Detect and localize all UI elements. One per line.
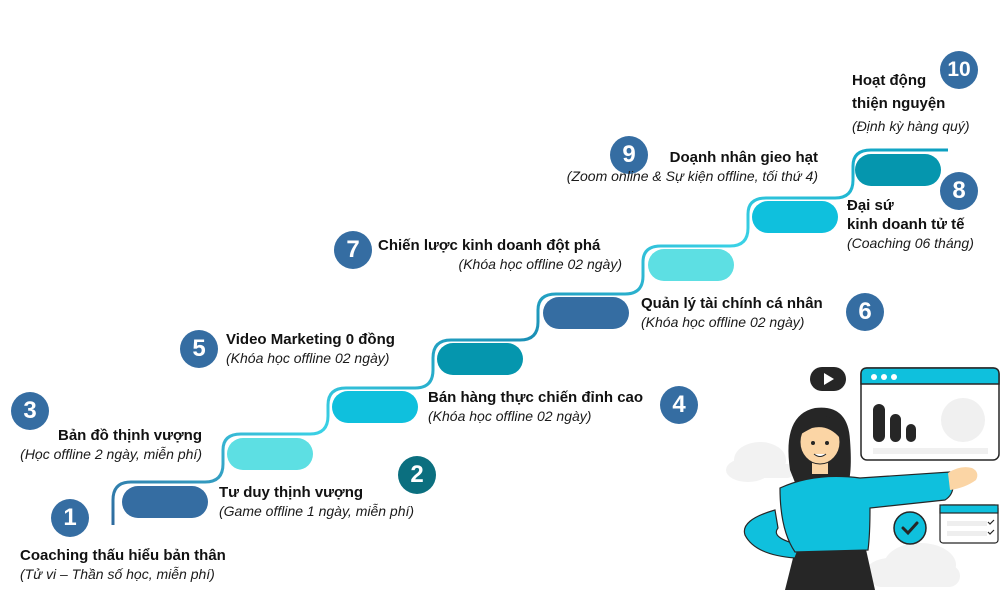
step-label-4: Bán hàng thực chiến đỉnh cao (Khóa học o… [428,388,643,425]
step-title-line1: Hoạt động [852,72,927,89]
browser-window [860,367,1000,461]
step-title: Coaching thấu hiểu bản thân [20,547,226,564]
chart-bar-icon [873,404,885,442]
chart-bar-icon [890,414,901,442]
presenter-illustration [726,367,1000,590]
step-badge-5: 5 [180,330,218,368]
step-title-line1: Đại sứ [847,197,894,214]
step-title: Bán hàng thực chiến đỉnh cao [428,389,644,406]
woman-figure [743,407,978,590]
cloud-bottom [866,543,960,587]
step-subtitle: (Tử vi – Thần số học, miễn phí) [20,566,215,582]
step-pill-3 [332,391,418,423]
step-label-2: Tư duy thịnh vượng (Game offline 1 ngày,… [219,483,414,520]
step-pill-6 [648,249,734,281]
step-subtitle: (Định kỳ hàng quý) [852,118,970,134]
step-pill-7 [752,201,838,233]
step-badge-3: 3 [11,392,49,430]
step-title-line2: kinh doanh tử tế [847,216,965,233]
step-title: Tư duy thịnh vượng [219,484,364,501]
step-subtitle: (Khóa học offline 02 ngày) [641,314,805,330]
staircase-path [111,148,948,525]
step-title: Chiến lược kinh doanh đột phá [378,237,601,254]
step-badge-8: 8 [940,172,978,210]
step-title: Quản lý tài chính cá nhân [641,295,823,312]
step-badge-2: 2 [398,456,436,494]
step-label-5: Video Marketing 0 đồng (Khóa học offline… [226,330,395,367]
step-badge-1: 1 [51,499,89,537]
step-subtitle: (Coaching 06 tháng) [847,235,974,251]
cloud-left [726,442,794,482]
step-subtitle: (Game offline 1 ngày, miễn phí) [219,503,415,519]
step-subtitle: (Khóa học offline 02 ngày) [458,256,622,272]
play-icon [810,367,846,391]
step-title-line2: thiện nguyện [852,95,946,112]
step-label-1: Coaching thấu hiểu bản thân (Tử vi – Thầ… [20,546,226,583]
step-pill-8 [855,154,941,186]
step-label-8: Đại sứ kinh doanh tử tế (Coaching 06 thá… [847,196,974,252]
step-title: Bản đồ thịnh vượng [57,427,202,444]
step-subtitle: (Khóa học offline 02 ngày) [226,350,390,366]
step-label-3: Bản đồ thịnh vượng (Học offline 2 ngày, … [2,426,202,463]
step-label-10: Hoạt động thiện nguyện (Định kỳ hàng quý… [852,69,970,137]
step-title: Doạnh nhân gieo hạt [669,149,818,166]
step-pill-5 [543,297,629,329]
step-subtitle: (Zoom online & Sự kiện offline, tối thứ … [566,168,818,184]
check-circle-icon [893,511,927,545]
step-badge-9: 9 [610,136,648,174]
step-label-7: Chiến lược kinh doanh đột phá (Khóa học … [378,236,622,273]
checklist-card [939,504,999,544]
step-badge-7: 7 [334,231,372,269]
step-pill-4 [437,343,523,375]
step-subtitle: (Khóa học offline 02 ngày) [428,408,592,424]
step-badge-10: 10 [940,51,978,89]
chart-bar-icon [906,424,916,442]
step-label-9: Doạnh nhân gieo hạt (Zoom online & Sự ki… [530,148,818,185]
step-pill-2 [227,438,313,470]
step-title: Video Marketing 0 đồng [226,331,395,348]
step-label-6: Quản lý tài chính cá nhân (Khóa học offl… [641,294,823,331]
step-subtitle: (Học offline 2 ngày, miễn phí) [20,446,202,462]
step-badge-6: 6 [846,293,884,331]
step-pill-1 [122,486,208,518]
step-badge-4: 4 [660,386,698,424]
